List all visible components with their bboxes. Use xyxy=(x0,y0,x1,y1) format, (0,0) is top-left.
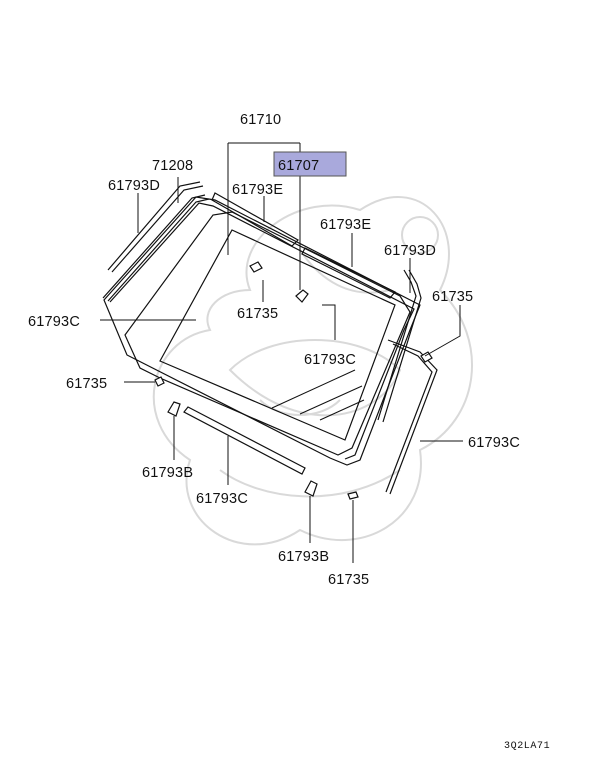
label-61793D-left: 61793D xyxy=(108,178,160,194)
label-61793C-center: 61793C xyxy=(304,352,356,368)
clip-61735-bottom xyxy=(347,491,359,500)
highlight-61707 xyxy=(273,151,347,177)
clip-61735-right xyxy=(420,351,433,363)
label-61707: 61707 xyxy=(278,158,319,174)
windshield-glass xyxy=(124,211,411,456)
clip-61793B-bottom xyxy=(304,480,318,497)
clip-61793B-left xyxy=(167,401,181,417)
outer-frame-moulding xyxy=(103,196,421,466)
strip-71208 xyxy=(102,194,210,302)
label-71208: 71208 xyxy=(152,158,193,174)
label-61793E-top: 61793E xyxy=(232,182,283,198)
top-moulding-E xyxy=(211,192,396,299)
clip-61735-center xyxy=(249,261,263,273)
label-61735-left: 61735 xyxy=(66,376,107,392)
label-61735-bottom: 61735 xyxy=(328,572,369,588)
leader-lines xyxy=(100,142,463,563)
label-61735-right: 61735 xyxy=(432,289,473,305)
label-61793E-right: 61793E xyxy=(320,217,371,233)
label-61793C-right: 61793C xyxy=(468,435,520,451)
label-61793C-left: 61793C xyxy=(28,314,80,330)
label-61793B-bottom: 61793B xyxy=(278,549,329,565)
side-moulding-right xyxy=(377,269,422,423)
label-61735-center: 61735 xyxy=(237,306,278,322)
label-61793C-bottom: 61793C xyxy=(196,491,248,507)
bottom-strip xyxy=(183,406,306,475)
label-61710: 61710 xyxy=(240,112,281,128)
side-moulding-left xyxy=(107,181,204,273)
label-61793D-right: 61793D xyxy=(384,243,436,259)
label-61793B-left: 61793B xyxy=(142,465,193,481)
diagram-code: 3Q2LA71 xyxy=(504,741,550,752)
clip-61707 xyxy=(295,289,309,303)
clip-61735-left xyxy=(154,376,165,387)
